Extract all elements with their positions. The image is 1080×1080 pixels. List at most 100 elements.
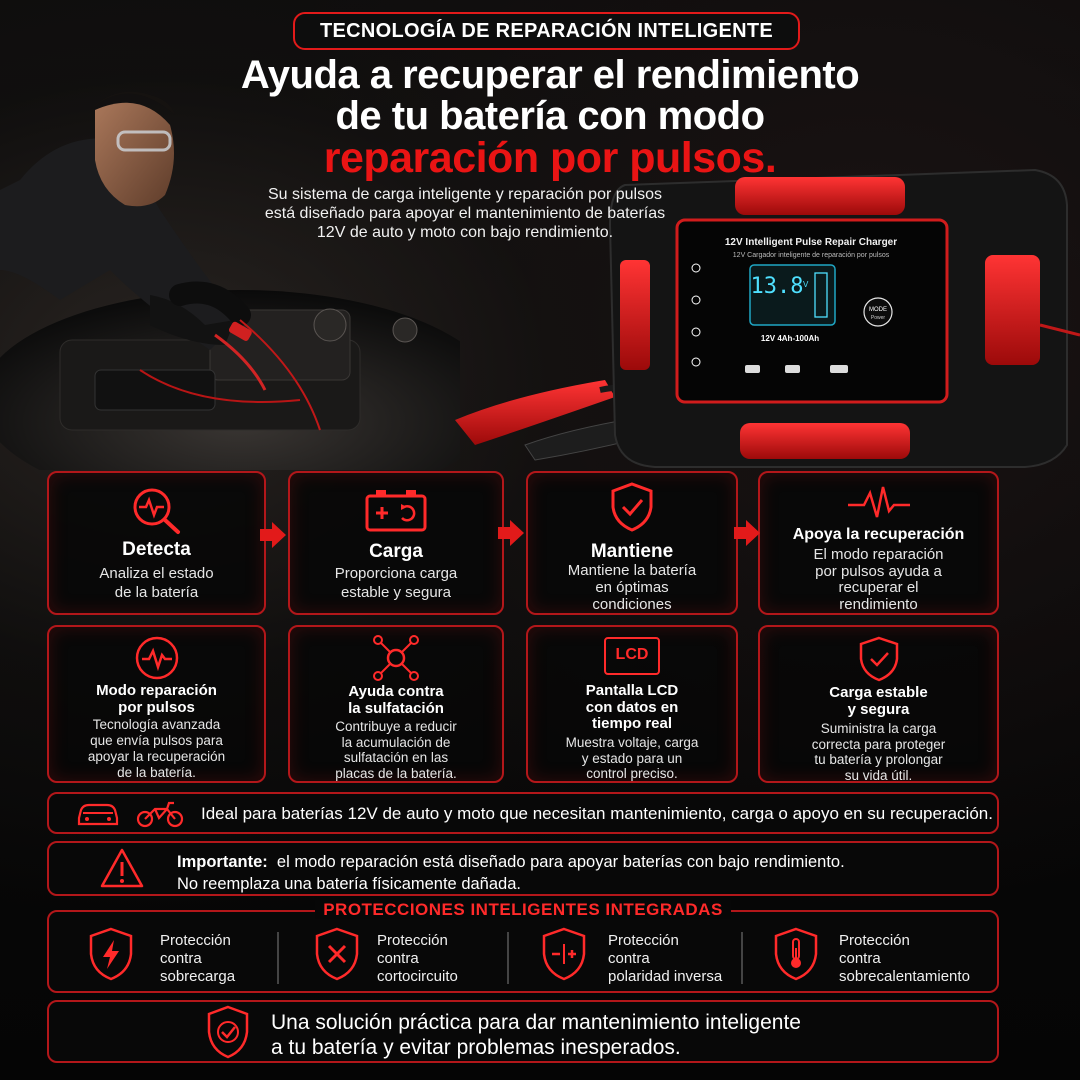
protections-title: PROTECCIONES INTELIGENTES INTEGRADAS xyxy=(315,900,731,919)
magnifier-pulse-icon xyxy=(133,488,180,534)
step-desc: El modo reparación por pulsos ayuda a re… xyxy=(760,546,997,613)
divider xyxy=(741,932,743,984)
divider xyxy=(277,932,279,984)
protections-title-wrap: PROTECCIONES INTELIGENTES INTEGRADAS xyxy=(49,900,997,920)
feature-desc-line: correcta para proteger xyxy=(811,736,946,752)
protection-line: Protección xyxy=(377,932,448,949)
feature-desc: Tecnología avanzada que envía pulsos par… xyxy=(49,717,264,781)
shield-check-icon xyxy=(859,636,898,682)
protection-line: contra xyxy=(608,950,650,967)
feature-desc-line: su vida útil. xyxy=(844,767,913,783)
shield-thermometer-icon xyxy=(774,927,818,981)
capacity-label: 12V 4Ah-100Ah xyxy=(761,334,819,343)
feature-title-line: con datos en xyxy=(585,698,679,716)
subtitle-line-1: Su sistema de carga inteligente y repara… xyxy=(268,186,662,203)
step-card-detecta: Detecta Analiza el estado de la batería xyxy=(47,471,266,615)
feature-desc: Contribuye a reducir la acumulación de s… xyxy=(290,719,502,781)
step-desc-line: El modo reparación xyxy=(813,546,944,563)
step-title: Apoya la recuperación xyxy=(792,526,965,543)
step-title: Carga xyxy=(369,541,423,562)
feature-title-line: tiempo real xyxy=(591,715,673,732)
protections-panel: PROTECCIONES INTELIGENTES INTEGRADAS Pro… xyxy=(47,900,999,993)
step-desc-line: Mantiene la batería xyxy=(567,562,697,579)
protection-line: contra xyxy=(160,950,202,967)
protection-text: Protección contra sobrecarga xyxy=(160,932,235,986)
protection-line: contra xyxy=(377,950,419,967)
arrow-right-icon xyxy=(734,520,760,546)
step-desc: Mantiene la batería en óptimas condicion… xyxy=(528,562,736,613)
mechanic-illustration xyxy=(0,91,460,470)
pulse-icon xyxy=(847,486,910,518)
step-desc-line: en óptimas xyxy=(595,579,669,596)
charger-sublabel: 12V Cargador inteligente de reparación p… xyxy=(733,252,890,259)
feature-title: Ayuda contra la sulfatación xyxy=(290,683,502,717)
important-text: Importante: el modo reparación está dise… xyxy=(177,851,845,895)
protection-line: Protección xyxy=(160,932,231,949)
protection-line: Protección xyxy=(608,932,679,949)
step-desc-line: Analiza el estado xyxy=(99,565,214,582)
step-card-carga: Carga Proporciona carga estable y segura xyxy=(288,471,504,615)
feature-card-lcd: LCD Pantalla LCD con datos en tiempo rea… xyxy=(526,625,738,783)
ideal-bar: Ideal para baterías 12V de auto y moto q… xyxy=(47,792,999,834)
important-line-2: No reemplaza una batería físicamente dañ… xyxy=(177,875,521,893)
pulse-circle-icon xyxy=(135,636,178,680)
shield-check-icon xyxy=(207,1005,249,1059)
charger-product-image: 12V Intelligent Pulse Repair Charger 12V… xyxy=(455,168,1080,468)
protection-line: sobrecarga xyxy=(160,968,236,985)
footer-line-1: Una solución práctica para dar mantenimi… xyxy=(271,1011,801,1034)
step-desc-line: por pulsos ayuda a xyxy=(815,562,942,580)
feature-desc-line: sulfatación en las xyxy=(343,750,449,765)
important-label: Importante: xyxy=(177,853,268,871)
protection-text: Protección contra cortocircuito xyxy=(377,932,458,986)
step-title: Detecta xyxy=(122,539,191,560)
step-desc-line: condiciones xyxy=(592,596,672,613)
protection-text: Protección contra polaridad inversa xyxy=(608,932,722,986)
feature-desc-line: la acumulación de xyxy=(341,734,451,750)
step-card-mantiene: Mantiene Mantiene la batería en óptimas … xyxy=(526,471,738,615)
feature-desc-line: Suministra la carga xyxy=(820,721,937,736)
important-line-1: el modo reparación está diseñado para ap… xyxy=(276,853,845,871)
step-desc: Proporciona carga estable y segura xyxy=(290,564,502,602)
feature-card-pulse-mode: Modo reparación por pulsos Tecnología av… xyxy=(47,625,266,783)
divider xyxy=(507,932,509,984)
feature-title-line: por pulsos xyxy=(118,699,195,716)
shield-polarity-icon xyxy=(542,927,586,981)
feature-title: Carga estable y segura xyxy=(760,684,997,718)
step-title: Mantiene xyxy=(590,541,674,562)
feature-desc-line: que envía pulsos para xyxy=(90,733,223,748)
ideal-text: Ideal para baterías 12V de auto y moto q… xyxy=(201,804,993,823)
feature-desc-line: Muestra voltaje, carga xyxy=(565,735,699,750)
headline-line-3: reparación por pulsos. xyxy=(323,134,777,182)
step-card-apoya: Apoya la recuperación El modo reparación… xyxy=(758,471,999,615)
feature-title-line: Carga estable xyxy=(829,684,928,701)
warning-icon xyxy=(100,848,144,888)
lcd-voltage-readout: 13.8 xyxy=(751,274,804,299)
arrow-right-icon xyxy=(498,520,524,546)
feature-title-line: y segura xyxy=(847,701,910,718)
shield-x-icon xyxy=(315,927,359,981)
subtitle: Su sistema de carga inteligente y repara… xyxy=(230,185,700,242)
step-desc: Analiza el estado de la batería xyxy=(49,564,264,602)
feature-desc-line: Tecnología avanzada xyxy=(92,717,221,732)
feature-desc-line: tu batería y prolongar xyxy=(814,752,943,767)
footer-text: Una solución práctica para dar mantenimi… xyxy=(271,1010,801,1060)
feature-card-stable-charge: Carga estable y segura Suministra la car… xyxy=(758,625,999,783)
feature-desc-line: control preciso. xyxy=(586,766,678,781)
feature-desc-line: placas de la batería. xyxy=(335,765,457,781)
protection-line: polaridad inversa xyxy=(608,968,723,985)
molecule-icon xyxy=(373,635,419,681)
mode-button-label: MODE xyxy=(869,307,887,313)
lcd-icon: LCD xyxy=(604,637,660,675)
top-badge: TECNOLOGÍA DE REPARACIÓN INTELIGENTE xyxy=(293,12,800,50)
step-desc-line: recuperar el xyxy=(838,579,919,596)
step-desc-line: estable y segura xyxy=(340,584,452,601)
power-label: Power xyxy=(871,315,886,321)
feature-desc-line: apoyar la recuperación xyxy=(87,749,226,764)
headline-line-1: Ayuda a recuperar el rendimiento xyxy=(240,53,860,97)
footer-line-2: a tu batería y evitar problemas inespera… xyxy=(271,1036,681,1059)
feature-title-line: Ayuda contra xyxy=(348,683,444,700)
feature-desc-line: y estado para un xyxy=(581,750,683,766)
feature-desc: Suministra la carga correcta para proteg… xyxy=(760,721,997,783)
feature-desc: Muestra voltaje, carga y estado para un … xyxy=(528,735,736,782)
